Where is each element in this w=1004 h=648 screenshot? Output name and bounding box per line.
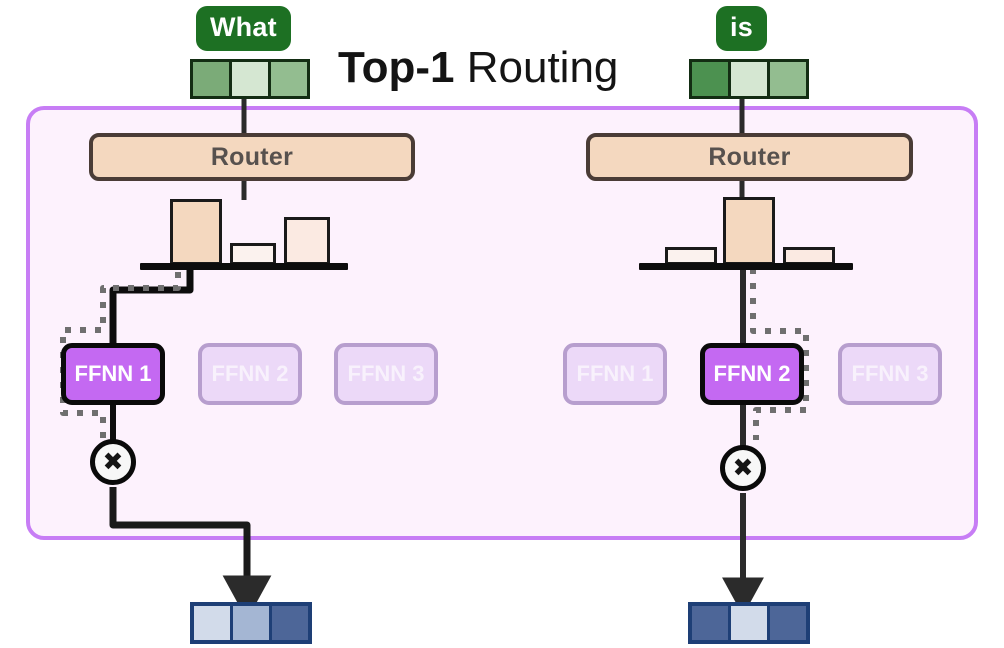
embedding-cell	[770, 62, 806, 96]
multiply-symbol: ✖	[732, 453, 754, 482]
output-vector-right	[688, 602, 810, 644]
expert-right-3-label: FFNN 3	[851, 361, 929, 386]
multiply-symbol: ✖	[102, 447, 124, 476]
expert-right-1[interactable]: FFNN 1	[563, 343, 667, 405]
histogram-baseline	[639, 263, 853, 270]
router-left[interactable]: Router	[89, 133, 415, 181]
expert-left-3-label: FFNN 3	[347, 361, 425, 386]
multiply-node-right: ✖	[720, 445, 766, 491]
embedding-cell	[193, 62, 229, 96]
input-token-right-label: is	[730, 12, 753, 42]
router-histogram-left	[140, 199, 348, 270]
title-bold: Top-1	[338, 43, 455, 92]
page-title: Top-1 Routing	[338, 46, 618, 90]
expert-left-1-label: FFNN 1	[74, 361, 152, 386]
histogram-baseline	[140, 263, 348, 270]
embedding-cell	[731, 62, 767, 96]
router-histogram-right	[639, 197, 853, 270]
output-cell	[272, 606, 308, 640]
expert-left-1[interactable]: FFNN 1	[61, 343, 165, 405]
expert-left-3[interactable]: FFNN 3	[334, 343, 438, 405]
output-cell	[194, 606, 230, 640]
title-normal: Routing	[466, 43, 619, 92]
output-cell	[233, 606, 269, 640]
histogram-bar	[230, 243, 276, 265]
expert-left-2[interactable]: FFNN 2	[198, 343, 302, 405]
embedding-cell	[232, 62, 268, 96]
input-token-right[interactable]: is	[716, 6, 767, 51]
router-right[interactable]: Router	[586, 133, 913, 181]
input-token-left[interactable]: What	[196, 6, 291, 51]
input-embedding-left	[190, 59, 310, 99]
histogram-bar	[723, 197, 775, 265]
histogram-bar	[170, 199, 222, 265]
embedding-cell	[271, 62, 307, 96]
output-cell	[770, 606, 806, 640]
expert-left-2-label: FFNN 2	[211, 361, 289, 386]
embedding-cell	[692, 62, 728, 96]
output-cell	[731, 606, 767, 640]
histogram-bar	[284, 217, 330, 265]
output-cell	[692, 606, 728, 640]
router-right-label: Router	[708, 142, 791, 171]
expert-right-3[interactable]: FFNN 3	[838, 343, 942, 405]
expert-right-1-label: FFNN 1	[576, 361, 654, 386]
router-left-label: Router	[210, 142, 294, 171]
multiply-node-left: ✖	[90, 439, 136, 485]
expert-right-2[interactable]: FFNN 2	[700, 343, 804, 405]
expert-right-2-label: FFNN 2	[713, 361, 791, 386]
input-embedding-right	[689, 59, 809, 99]
input-token-left-label: What	[210, 12, 277, 42]
output-vector-left	[190, 602, 312, 644]
